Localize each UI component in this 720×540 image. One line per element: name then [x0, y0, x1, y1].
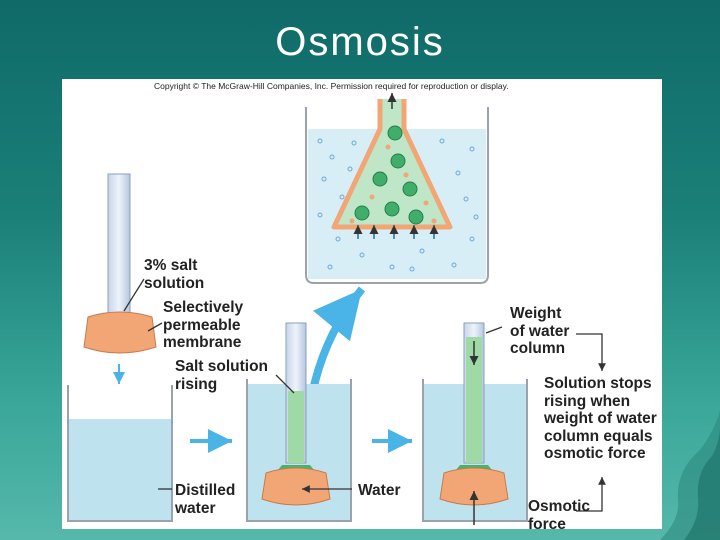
beaker-2: [246, 322, 352, 522]
slide-title: Osmosis: [275, 20, 445, 64]
label-salt-solution: 3% salt solution: [144, 257, 205, 292]
label-salt-rising: Salt solution rising: [175, 358, 268, 393]
label-osmotic-force: Osmotic force: [528, 498, 591, 529]
label-distilled-water: Distilled water: [175, 482, 236, 517]
label-membrane: Selectively permeable membrane: [163, 299, 244, 351]
osmosis-figure: Copyright © The McGraw-Hill Companies, I…: [62, 79, 662, 529]
copyright-notice: Copyright © The McGraw-Hill Companies, I…: [154, 81, 509, 91]
beaker-1: [67, 173, 173, 522]
magnified-view: [305, 93, 489, 284]
decorative-wave-shape: [660, 410, 720, 540]
osmosis-illustration: [67, 93, 606, 525]
label-water: Water: [358, 482, 401, 499]
label-solution-stops: Solution stops rising when weight of wat…: [544, 375, 657, 462]
label-weight: Weight of water column: [510, 305, 570, 357]
beaker-3: [422, 322, 528, 525]
